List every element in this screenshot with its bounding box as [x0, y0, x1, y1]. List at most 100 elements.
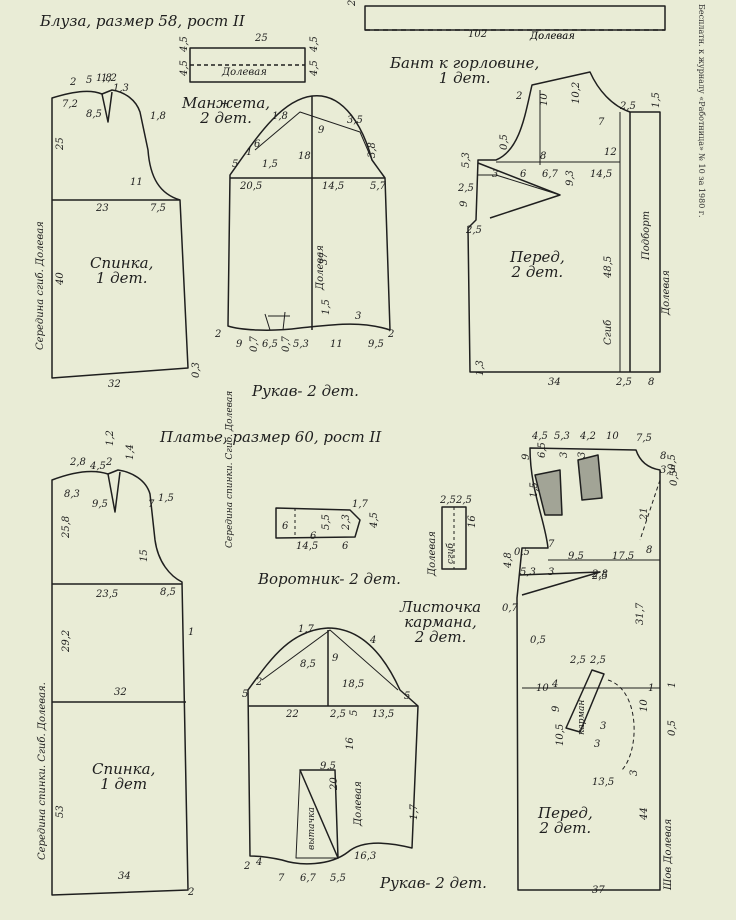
dress-back-fold: Середина спинки. Сгиб. Долевая.: [37, 682, 48, 860]
blouse-front-label: Перед,2 дет.: [510, 248, 565, 281]
dimension-label: 16: [467, 515, 478, 528]
dimension-label: 6,7: [542, 169, 558, 180]
dimension-label: 9,5: [568, 551, 584, 562]
dimension-label: 13,5: [372, 709, 395, 720]
dimension-label: 6: [282, 521, 289, 532]
dimension-label: 10,2: [571, 81, 582, 104]
dimension-label: 7: [548, 539, 555, 550]
dimension-label: 4,5: [309, 36, 320, 52]
dimension-label: 2,5: [458, 183, 474, 194]
dimension-label: 2,5: [620, 101, 636, 112]
dimension-label: 2,5: [590, 655, 606, 666]
dimension-label: 3: [559, 451, 570, 458]
dimension-label: 7,5: [150, 203, 166, 214]
dimension-label: 23: [96, 203, 109, 214]
dimension-label: 18: [298, 151, 311, 162]
dimension-label: 12: [604, 147, 617, 158]
dimension-label: 4,2: [580, 431, 596, 442]
dimension-label: 25,8: [61, 515, 72, 538]
dimension-label: 2: [106, 457, 113, 468]
dimension-label: 6: [310, 531, 317, 542]
dimension-label: 21: [639, 507, 650, 520]
dimension-label: 1,7: [352, 499, 368, 510]
dimension-label: 34: [548, 377, 561, 388]
dimension-label: 2: [215, 329, 222, 340]
blouse-back-fold: Середина сгиб. Долевая: [35, 221, 46, 350]
dimension-label: 7,5: [636, 433, 652, 444]
dimension-label: 2: [244, 861, 251, 872]
dimension-label: 2: [188, 887, 195, 898]
dimension-label: 0,7: [281, 336, 292, 352]
dimension-label: 6: [342, 541, 349, 552]
dimension-label: 2,5: [616, 377, 632, 388]
dimension-label: 0,5: [669, 470, 680, 486]
dimension-label: 53: [55, 805, 66, 818]
side-caption: Бесплатн. к журналу «Работница» № 10 за …: [697, 4, 706, 218]
dress-pocket-welt: [442, 507, 466, 569]
dimension-label: 1,8: [150, 111, 166, 122]
blouse-bow-strip: [365, 6, 665, 30]
blouse-bow-grain: Долевая: [530, 31, 575, 42]
dimension-label: 4,8: [503, 552, 514, 568]
dimension-label: 4: [552, 679, 559, 690]
dimension-label: 0,5: [530, 635, 546, 646]
dimension-label: 7: [148, 499, 155, 510]
dimension-label: 14,5: [590, 169, 613, 180]
dimension-label: 23,5: [96, 589, 119, 600]
blouse-front-piece: [468, 72, 660, 372]
dimension-label: 2,5: [466, 225, 482, 236]
dimension-label: 8: [660, 451, 667, 462]
dimension-label: 0,5: [499, 134, 510, 150]
dimension-label: 1,5: [321, 299, 332, 315]
dimension-label: 1: [188, 627, 195, 638]
dress-front-seam: Шов Долевая: [663, 818, 674, 890]
dimension-label: 1: [667, 681, 678, 688]
dimension-label: 3,5: [347, 115, 363, 126]
dimension-label: 1,2: [101, 73, 117, 84]
dimension-label: 2,5: [456, 495, 472, 506]
blouse-front-fold: Сгиб: [603, 319, 614, 345]
dimension-label: 9,5: [92, 499, 108, 510]
dimension-label: 2,5: [570, 655, 586, 666]
blouse-bow-label: Бант к горловине,1 дет.: [390, 54, 540, 87]
dimension-label: 102: [468, 29, 488, 40]
blouse-heading: Блуза, размер 58, рост II: [40, 12, 245, 30]
dress-collar-label: Воротник- 2 дет.: [258, 570, 401, 588]
dimension-label: 2: [256, 677, 263, 688]
blouse-front-facing: Подборт: [641, 210, 652, 260]
dimension-label: 37: [592, 885, 605, 896]
dimension-label: 9,3: [565, 170, 576, 186]
dimension-label: 8: [540, 151, 547, 162]
dimension-label: 5,3: [554, 431, 570, 442]
dimension-label: 32: [114, 687, 127, 698]
dress-pocket-grain: Долевая: [427, 531, 438, 576]
dimension-label: 22: [286, 709, 299, 720]
dimension-label: 0,3: [191, 362, 202, 378]
dimension-label: 0,5: [667, 454, 678, 470]
dimension-label: 3: [492, 169, 499, 180]
blouse-back-label: Спинка,1 дет.: [90, 254, 154, 287]
dimension-label: 48,5: [603, 255, 614, 278]
dress-front-piece: [517, 448, 660, 890]
dimension-label: 2,8: [70, 457, 86, 468]
blouse-back-piece: [52, 90, 188, 378]
dimension-label: 3: [548, 567, 555, 578]
dimension-label: 8: [648, 377, 655, 388]
dimension-label: 20,5: [240, 181, 263, 192]
dimension-label: 4,5: [90, 461, 106, 472]
dimension-label: 8,5: [300, 659, 316, 670]
dress-sleeve-dart: вытачка: [307, 807, 317, 850]
dimension-label: 17,5: [612, 551, 635, 562]
dimension-label: 37: [319, 252, 330, 265]
dress-sleeve-piece: [248, 628, 418, 864]
dress-collar-piece: [276, 508, 360, 538]
dimension-label: 6,7: [300, 873, 316, 884]
dimension-label: 32: [108, 379, 121, 390]
dimension-label: 8,3: [64, 489, 80, 500]
dimension-label: 16: [345, 737, 356, 750]
dimension-label: 10,5: [555, 723, 566, 746]
dimension-label: 11: [330, 339, 343, 350]
dimension-label: 1,2: [105, 430, 116, 446]
